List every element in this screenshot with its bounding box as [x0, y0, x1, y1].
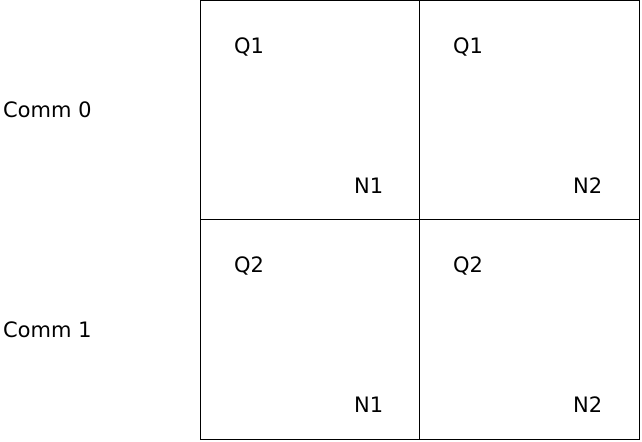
cell-n-label: N1	[354, 174, 384, 198]
cell-n-label: N2	[573, 174, 603, 198]
cell-n-label: N1	[354, 393, 384, 417]
row-label-comm-1: Comm 1	[3, 318, 92, 342]
grid-cell-row1-col0: Q2 N1	[200, 220, 420, 440]
cell-q-label: Q2	[234, 253, 264, 277]
partition-grid: Q1 N1 Q1 N2 Q2 N1 Q2 N2	[200, 0, 640, 440]
cell-q-label: Q1	[234, 34, 264, 58]
row-label-comm-0: Comm 0	[3, 98, 92, 122]
cell-n-label: N2	[573, 393, 603, 417]
cell-q-label: Q2	[453, 253, 483, 277]
grid-cell-row0-col1: Q1 N2	[420, 0, 640, 220]
cell-q-label: Q1	[453, 34, 483, 58]
grid-cell-row1-col1: Q2 N2	[420, 220, 640, 440]
grid-cell-row0-col0: Q1 N1	[200, 0, 420, 220]
